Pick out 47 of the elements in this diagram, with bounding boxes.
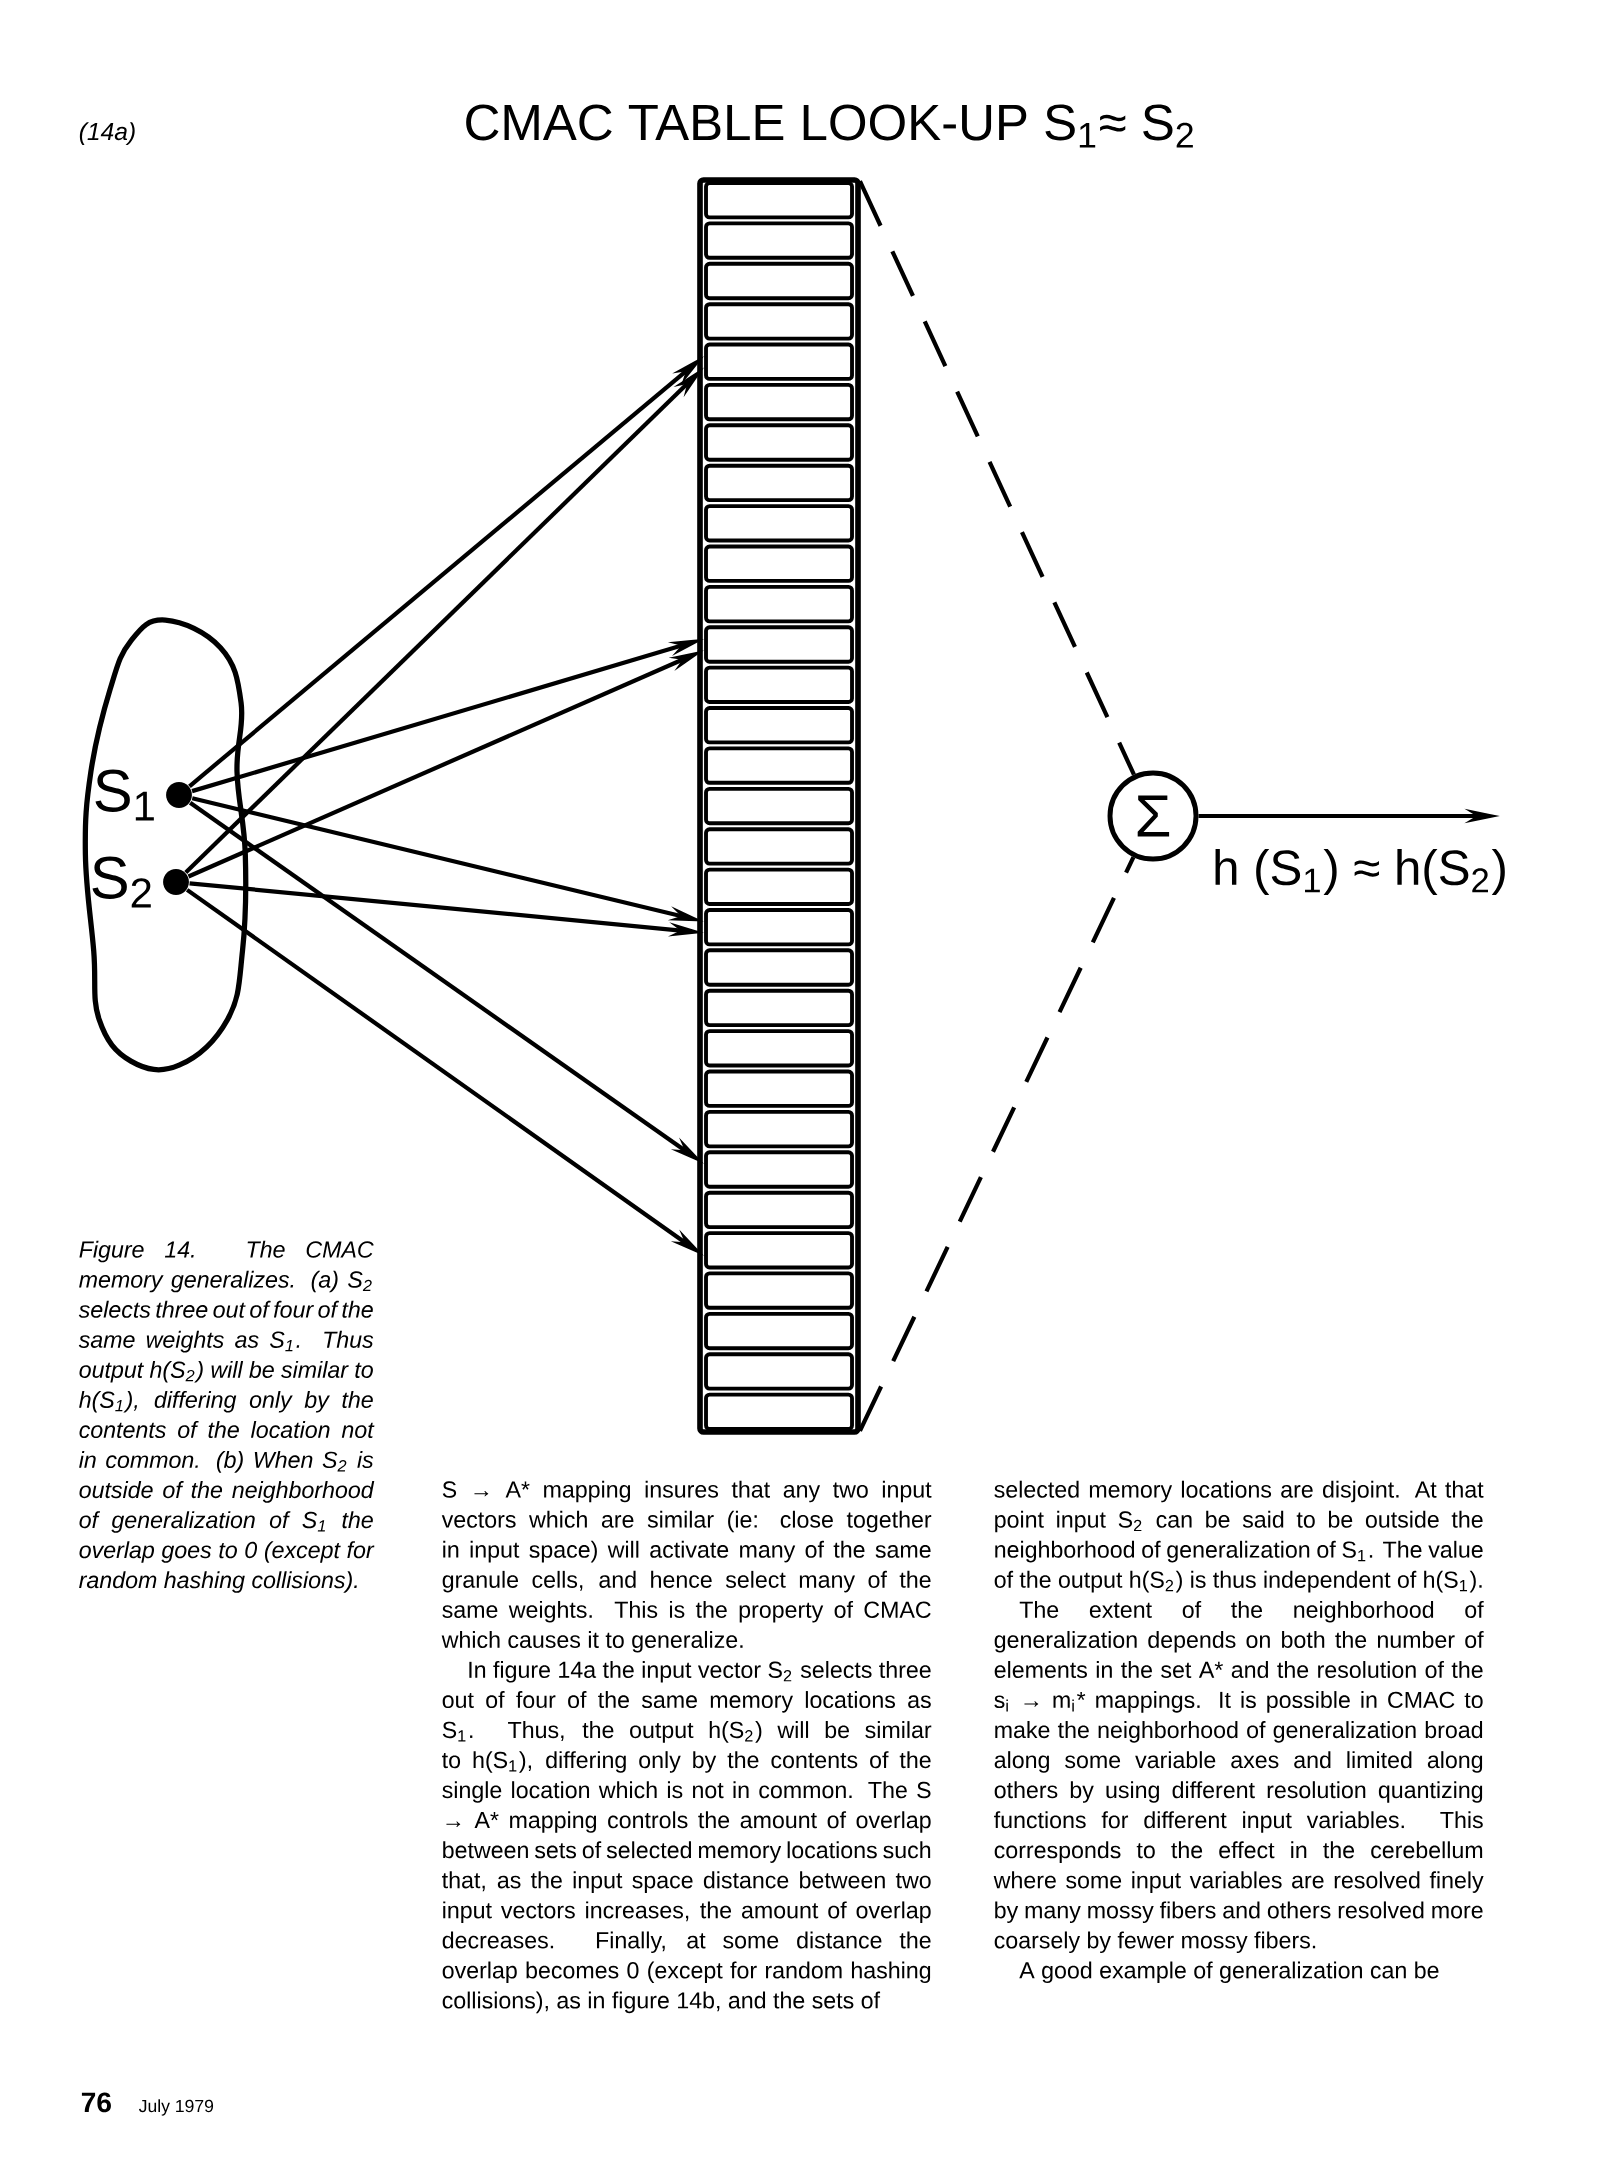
paragraph: selected memory locations are disjoint. At that point input S$_{2}$ can be said to be outside the neighborhood of generalization of S$_{1}$. The value of the output h(S$_{2}$) is thus independent of h(S$_{1}$). — [994, 1480, 1484, 1593]
title: CMAC TABLE LOOK-UP S$_{1}$≈ S$_{2}$ — [466, 104, 1193, 148]
memory-cell — [704, 261, 854, 301]
caption: Figure 14. The CMAC memory generalizes. (a) S$_{2}$ selects three out of four of the same weights as S$_{1}$. Thus output h(S$_{2}$) will be similar to h(S$_{1}$), differing only by the contents of the location not in common. (b) When S$_{2}$ is outside of the neighborhood of generalization of S$_{1}$ the overlap goes to 0 (except for random hashing collisions). — [78, 1240, 375, 1593]
input-point: S$_{2}$ — [92, 856, 189, 908]
memory-cell — [704, 988, 854, 1028]
memory-cell — [704, 746, 854, 785]
memory-cell — [704, 706, 854, 745]
node-label: S$_{1}$ — [95, 769, 154, 821]
figure-number: (14a) — [79, 122, 135, 146]
memory-cell — [704, 948, 854, 987]
memory-cell — [704, 1029, 854, 1068]
paragraph: In figure 14a the input vector S$_{2}$ selects three out of four of the same memory locations as S$_{1}$. Thus, the output h(S$_{2}$) will be similar to h(S$_{1}$), differing only by the contents of the single location which is not in common. The S → A* mapping controls the amount of overlap between sets of selected memory locations such that, as the input space distance between two input vectors increases, the amount of overlap decreases. Finally, at some distance the overlap becomes 0 (except for random hashing collisions), as in figure 14b, and the sets of — [442, 1661, 932, 2014]
memory-cell — [704, 1311, 854, 1351]
memory-cell — [704, 342, 854, 381]
paragraph: The extent of the neighborhood of generalization depends on both the number of elements in the set A* and the resolution of the s$_{i}$ → m$_{i}$* mappings. It is possible in CMAC to make the neighborhood of generalization broad along some variable axes and limited along others by using different resolution quantizing functions for different input variables. This corresponds to the effect in the cerebellum where some input variables are resolved finely by many mossy fibers and others resolved more coarsely by fewer mossy fibers. — [993, 1600, 1484, 1954]
input-point: S$_{1}$ — [95, 769, 192, 821]
memory-cell — [704, 463, 854, 503]
memory-cell — [704, 867, 854, 906]
memory-cell — [704, 584, 854, 624]
paragraph: A good example of generalization can be — [1019, 1961, 1439, 1984]
memory-cell — [704, 181, 854, 220]
memory-cell — [704, 1109, 854, 1149]
issue-date: July 1979 — [139, 2099, 214, 2116]
memory-cell — [704, 1150, 854, 1189]
memory-cell — [704, 827, 854, 866]
memory-cell — [704, 221, 854, 260]
memory-cell — [704, 1231, 854, 1270]
memory-cell — [704, 1190, 854, 1230]
input-space-blob — [82, 617, 249, 1073]
memory-cell — [704, 1069, 854, 1108]
node-label: S$_{2}$ — [92, 856, 151, 908]
memory-cell — [704, 423, 854, 462]
memory-cell — [704, 544, 854, 583]
memory-cell — [704, 908, 854, 947]
memory-cell — [704, 302, 854, 341]
memory-cell — [704, 665, 854, 704]
paragraph: S → A* mapping insures that any two input vectors which are similar (ie: close together in input space) will activate many of the same granule cells, and hence select many of the same weights. This is the property of CMAC which causes it to generalize. — [441, 1480, 932, 1653]
memory-cell — [704, 1271, 854, 1310]
memory-cell — [704, 786, 854, 826]
memory-cell — [704, 382, 854, 422]
memory-cell — [704, 504, 854, 543]
memory-cell — [704, 625, 854, 664]
output-label: h (S$_{1}$) ≈ h(S$_{2}$) — [1215, 849, 1505, 895]
memory-cell — [704, 1392, 854, 1431]
memory-cell — [704, 1352, 854, 1391]
page-number: 76 — [81, 2092, 111, 2113]
